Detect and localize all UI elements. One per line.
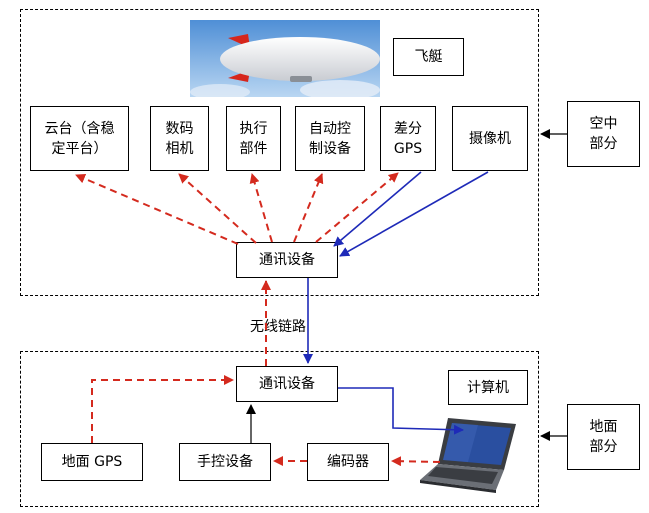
arrow-to-actuator [249,173,273,243]
gimbal-box: 云台（含稳 定平台） [30,106,129,171]
ground-section-label: 地面 部分 [567,404,640,470]
air-region [20,9,539,296]
air-comm-device-box: 通讯设备 [236,242,338,278]
encoder-box: 编码器 [307,443,389,481]
air-section-label: 空中 部分 [567,101,640,167]
dgps-box: 差分 GPS [380,106,436,171]
actuator-box: 执行 部件 [226,106,281,171]
ground-comm-device-box: 通讯设备 [236,366,338,402]
videocam-to-comm-arrow [339,171,489,257]
arrow-to-dgps [315,172,399,243]
comm-to-computer-arrow [338,387,464,435]
ground-gps-box: 地面 GPS [41,443,143,481]
wireless-link-label: 无线链路 [248,316,308,336]
manual-control-box: 手控设备 [179,443,271,481]
arrow-to-digital-camera [178,173,257,244]
dgps-to-comm-arrow [333,171,422,247]
digital-camera-box: 数码 相机 [150,106,209,171]
arrow-to-gimbal [75,173,239,245]
autopilot-box: 自动控 制设备 [295,106,365,171]
airship-image [190,20,380,97]
airship-label-box: 飞艇 [393,38,464,76]
video-camera-box: 摄像机 [452,106,528,171]
ground-region [20,351,539,507]
computer-to-encoder-arrow [391,456,441,467]
laptop-image [420,418,516,493]
computer-label-box: 计算机 [448,370,528,405]
arrow-to-autopilot [293,173,324,243]
ground-gps-arrow [91,375,234,443]
